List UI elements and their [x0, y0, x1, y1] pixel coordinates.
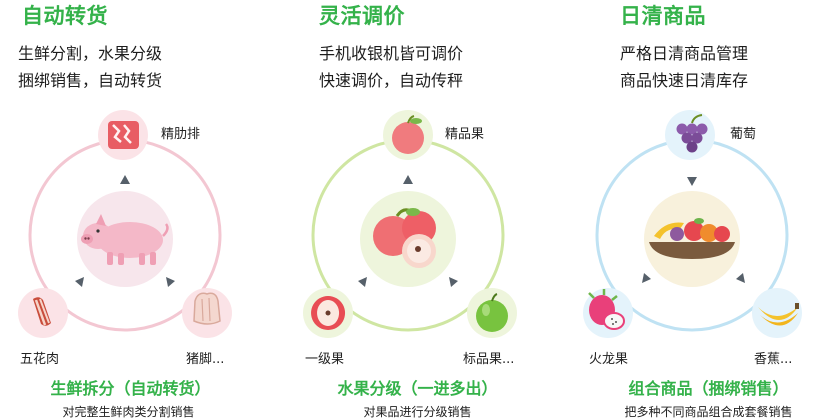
cycle-diagram-graphic [583, 110, 802, 338]
feature-title: 自动转货 [22, 4, 108, 28]
node-label-right: 猪脚... [186, 352, 225, 367]
pork-belly-icon [18, 288, 68, 338]
fruit-bowl-icon [644, 191, 740, 287]
cycle-diagram: 精肋排 五花肉 猪脚... [0, 95, 273, 375]
feature-desc-line-1: 手机收银机皆可调价 [319, 44, 464, 63]
feature-footer-subtitle: 对完整生鲜肉类分割销售 [62, 405, 195, 419]
green-apple-icon [467, 288, 517, 338]
feature-desc-line-2: 快速调价，自动传秤 [319, 71, 464, 90]
arrow-up-icon [403, 175, 413, 184]
node-label-top: 精肋排 [161, 127, 201, 142]
feature-daily-clearance: 日清商品 严格日清商品管理 商品快速日清库存 [546, 0, 819, 420]
feature-desc-line-2: 商品快速日清库存 [620, 71, 749, 90]
dragon-fruit-icon [583, 288, 633, 338]
feature-title: 灵活调价 [319, 4, 405, 28]
cycle-diagram: 精品果 一级果 标品果... [273, 95, 546, 375]
feature-auto-transfer: 自动转货 生鲜分割，水果分级 捆绑销售，自动转货 [0, 0, 273, 420]
node-label-right: 标品果... [463, 352, 515, 367]
arrow-left-icon [75, 277, 84, 287]
node-label-right: 香蕉... [754, 352, 793, 367]
feature-desc-line-1: 严格日清商品管理 [620, 44, 749, 63]
node-label-top: 葡萄 [730, 127, 757, 142]
feature-footer-title: 组合商品（捆绑销售） [628, 379, 789, 398]
apples-icon [360, 191, 456, 287]
banana-icon [752, 288, 802, 338]
feature-flexible-pricing: 灵活调价 手机收银机皆可调价 快速调价，自动传秤 [273, 0, 546, 420]
grapes-icon [665, 110, 715, 160]
feature-footer-subtitle: 对果品进行分级销售 [363, 405, 472, 419]
arrow-right-icon [736, 273, 745, 283]
feature-desc-line-2: 捆绑销售，自动转货 [18, 71, 163, 90]
arrow-left-icon [642, 273, 651, 283]
arrow-right-icon [166, 277, 175, 287]
feature-footer-subtitle: 把多种不同商品组合成套餐销售 [624, 405, 793, 419]
arrow-left-icon [358, 277, 367, 287]
feature-desc-line-1: 生鲜分割，水果分级 [18, 44, 163, 63]
feature-footer-title: 生鲜拆分（自动转货） [50, 379, 211, 398]
arrow-right-icon [449, 277, 458, 287]
apple-half-icon [303, 288, 353, 338]
arrow-up-icon [120, 175, 130, 184]
cycle-diagram: 葡萄 火龙果 香蕉... [546, 95, 819, 375]
feature-title: 日清商品 [620, 4, 706, 28]
node-label-top: 精品果 [445, 127, 485, 142]
node-label-left: 一级果 [305, 352, 345, 367]
cycle-diagram-graphic [303, 110, 517, 338]
node-label-left: 火龙果 [589, 352, 629, 367]
arrow-down-icon [687, 177, 697, 186]
apple-icon [383, 110, 433, 160]
feature-footer-title: 水果分级（一进多出） [337, 379, 498, 398]
pig-trotter-icon [182, 288, 232, 338]
pig-icon [77, 191, 173, 287]
node-label-left: 五花肉 [20, 352, 60, 367]
cycle-diagram-graphic [18, 110, 232, 338]
ribs-icon [98, 110, 148, 160]
